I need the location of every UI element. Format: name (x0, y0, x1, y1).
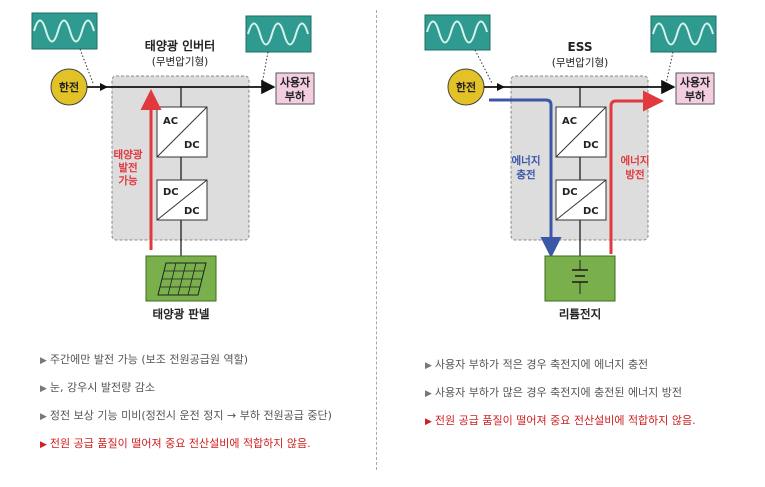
bullet-arrow-icon: ▶ (425, 417, 432, 427)
load-label-right-1: 사용자 (680, 75, 711, 89)
left-title: 태양광 인버터 (145, 38, 215, 53)
bullet-arrow-icon: ▶ (40, 440, 47, 450)
right-title: ESS (568, 40, 593, 54)
load-waveform-scope-right (650, 15, 717, 53)
load-label-left-2: 부하 (285, 89, 306, 103)
right-bullet-1: ▶사용자 부하가 적은 경우 축전지에 에너지 충전 (425, 358, 649, 371)
svg-text:DC: DC (184, 206, 200, 217)
right-diagram: ESS (무변압기형) 한전 사용자 부하 AC DC DC DC 에너지 충전… (424, 14, 717, 321)
right-bullet-list: ▶사용자 부하가 적은 경우 축전지에 에너지 충전 ▶사용자 부하가 많은 경… (425, 356, 755, 436)
svg-text:DC: DC (163, 187, 179, 198)
load-box-right (675, 72, 715, 105)
flow-label-left-2: 발전 (118, 161, 137, 174)
charge-flow-arrow (489, 98, 562, 258)
converter-dc-dc-left: DC DC (156, 179, 208, 221)
solar-panel-icon (145, 255, 217, 302)
left-bullet-2: ▶눈, 강우시 발전량 감소 (40, 381, 155, 394)
bullet-arrow-icon: ▶ (40, 412, 47, 422)
right-bullet-2: ▶사용자 부하가 많은 경우 축전지에 충전된 에너지 방전 (425, 386, 683, 399)
left-bullet-4: ▶전원 공급 품질이 떨어져 중요 전산설비에 적합하지 않음. (40, 437, 311, 450)
converter-ac-dc-right: AC DC (555, 106, 607, 158)
right-subtitle: (무변압기형) (552, 56, 609, 69)
panel-divider (376, 10, 377, 470)
charge-label-2: 충전 (516, 168, 535, 181)
discharge-flow-arrow (609, 90, 664, 254)
left-subtitle: (무변압기형) (152, 55, 209, 68)
source-label-right: 리튬전지 (559, 307, 601, 321)
svg-text:DC: DC (583, 140, 599, 151)
svg-text:DC: DC (184, 140, 200, 151)
svg-text:AC: AC (562, 116, 577, 127)
grid-waveform-scope-right (424, 14, 491, 51)
discharge-label-2: 방전 (625, 168, 644, 181)
load-label-left-1: 사용자 (280, 75, 311, 89)
grid-label-left: 한전 (59, 80, 79, 94)
battery-icon (544, 255, 616, 302)
grid-waveform-scope-left (31, 12, 98, 50)
converter-dc-dc-right: DC DC (555, 179, 607, 221)
bullet-arrow-icon: ▶ (425, 361, 432, 371)
load-label-right-2: 부하 (685, 89, 706, 103)
bullet-arrow-icon: ▶ (40, 384, 47, 394)
left-bullet-1: ▶주간에만 발전 가능 (보조 전원공급원 역할) (40, 353, 249, 366)
flow-label-left-1: 태양광 (114, 148, 143, 161)
converter-ac-dc-left: AC DC (156, 106, 208, 158)
bullet-arrow-icon: ▶ (425, 389, 432, 399)
load-waveform-scope-left (245, 15, 312, 53)
svg-text:DC: DC (583, 206, 599, 217)
left-bullet-list: ▶주간에만 발전 가능 (보조 전원공급원 역할) ▶눈, 강우시 발전량 감소… (40, 351, 370, 461)
source-label-left: 태양광 판넬 (153, 307, 210, 321)
discharge-label-1: 에너지 (621, 154, 650, 167)
left-diagram: 태양광 인버터 (무변압기형) 한전 사용자 부하 AC DC DC DC (31, 12, 315, 321)
svg-text:AC: AC (163, 116, 178, 127)
charge-label-1: 에너지 (512, 154, 541, 167)
svg-text:DC: DC (562, 187, 578, 198)
grid-label-right: 한전 (456, 80, 476, 94)
load-box-left (275, 72, 315, 105)
flow-label-left-3: 가능 (118, 174, 138, 187)
right-bullet-3: ▶전원 공급 품질이 떨어져 중요 전산설비에 적합하지 않음. (425, 414, 696, 427)
bullet-arrow-icon: ▶ (40, 356, 47, 366)
left-bullet-3: ▶정전 보상 기능 미비(정전시 운전 정지 → 부하 전원공급 중단) (40, 409, 332, 422)
